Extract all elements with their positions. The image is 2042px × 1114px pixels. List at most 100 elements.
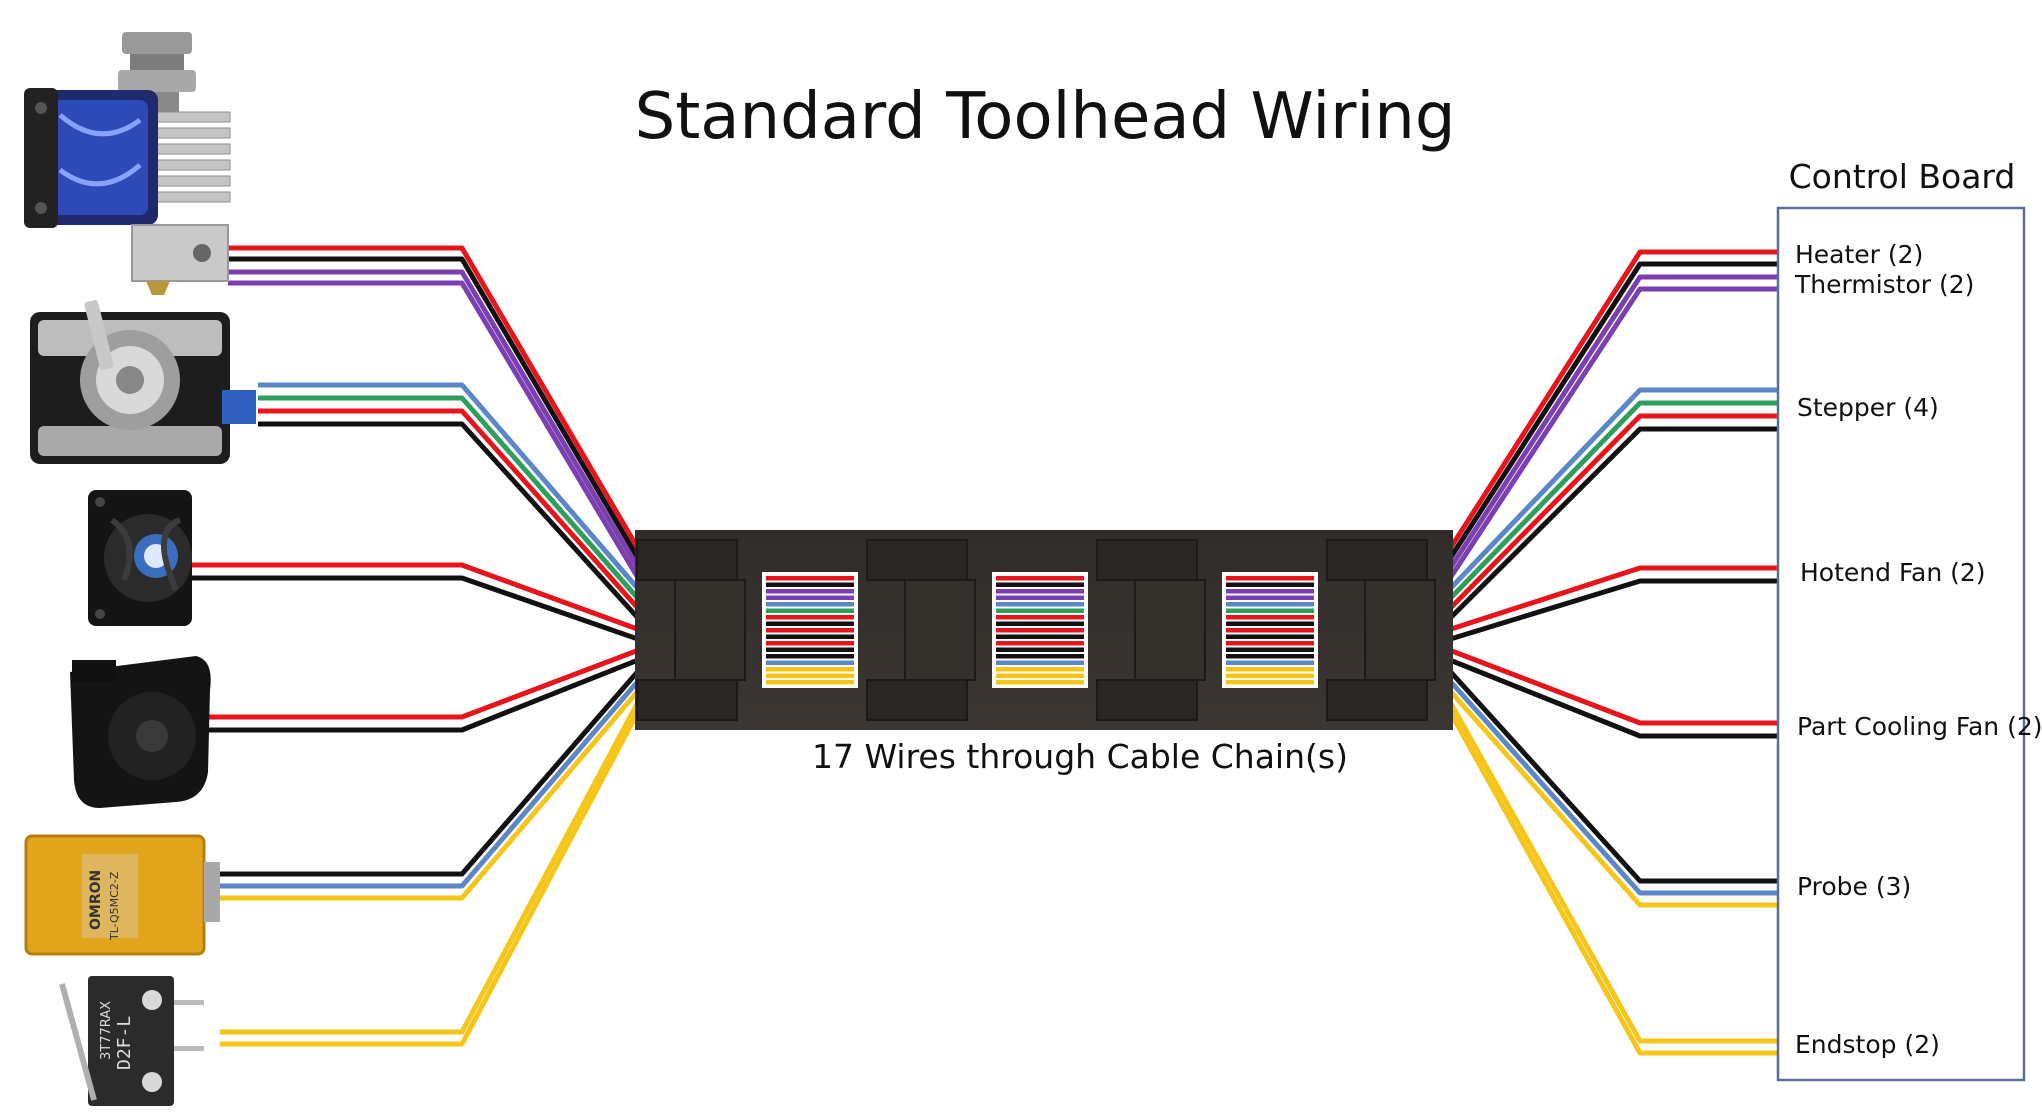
chain-window-wire-0-2 <box>766 589 854 594</box>
chain-window-wire-0-13 <box>766 660 854 665</box>
cable-chain <box>635 530 1453 730</box>
chain-link-bottom <box>1096 679 1198 721</box>
chain-window-wire-2-4 <box>1226 602 1314 607</box>
chain-window-wire-1-10 <box>996 641 1084 646</box>
chain-window-wire-0-4 <box>766 602 854 607</box>
wire-right-endstop-1 <box>1445 706 1778 1056</box>
wire-left-probe-0 <box>204 667 642 877</box>
chain-window-wire-0-7 <box>766 621 854 626</box>
chain-window-wire-2-8 <box>1226 628 1314 633</box>
chain-window-wire-2-6 <box>1226 615 1314 620</box>
chain-window-wire-2-9 <box>1226 634 1314 639</box>
wire-right-hotend_fan-1 <box>1447 578 1778 643</box>
chain-window-wire-1-4 <box>996 602 1084 607</box>
chain-window-wire-2-7 <box>1226 621 1314 626</box>
wire-right-thermistor-0 <box>1445 274 1778 573</box>
chain-window-wire-1-16 <box>996 680 1084 685</box>
chain-window-wire-2-10 <box>1226 641 1314 646</box>
control-board-box <box>1776 206 2026 1082</box>
chain-window-wire-0-3 <box>766 595 854 600</box>
control-board: Control Board Heater (2) Thermistor (2) … <box>1776 157 2042 1082</box>
chain-window-wire-2-14 <box>1226 667 1314 672</box>
chain-window-wire-0-15 <box>766 673 854 678</box>
chain-link-top <box>866 539 968 581</box>
wire-right-probe-2 <box>1446 686 1778 908</box>
hotend-fan-icon <box>88 490 192 626</box>
chain-window-wire-1-2 <box>996 589 1084 594</box>
wire-left-thermistor-1 <box>228 280 643 583</box>
control-board-title: Control Board <box>1789 157 2016 196</box>
chain-window-wire-1-13 <box>996 660 1084 665</box>
probe-brand-text: OMRON <box>88 870 104 930</box>
chain-link-top <box>636 539 738 581</box>
port-label-hotend-fan: Hotend Fan (2) <box>1800 558 1986 587</box>
chain-window-wire-2-3 <box>1226 595 1314 600</box>
wire-right-part_fan-1 <box>1447 656 1778 739</box>
wire-right-stepper-0 <box>1446 387 1778 593</box>
wire-right-part_fan-0 <box>1447 647 1778 726</box>
switch-model-text: D2F-L <box>114 1016 135 1070</box>
wire-left-stepper-3 <box>258 421 642 622</box>
chain-window-wire-0-10 <box>766 641 854 646</box>
port-label-part-cooling-fan: Part Cooling Fan (2) <box>1797 712 2042 741</box>
wire-left-hotend_fan-0 <box>190 562 641 633</box>
wire-left-hotend_fan-1 <box>190 575 641 643</box>
right-wires <box>1445 249 1778 1056</box>
port-label-probe: Probe (3) <box>1797 872 1911 901</box>
chain-window-wire-0-16 <box>766 680 854 685</box>
port-label-endstop: Endstop (2) <box>1795 1030 1940 1059</box>
chain-window-wire-2-16 <box>1226 680 1314 685</box>
wire-right-stepper-1 <box>1446 400 1778 603</box>
wire-left-thermistor-0 <box>228 269 643 573</box>
chain-window-wire-2-0 <box>1226 576 1314 581</box>
chain-window-wire-1-5 <box>996 608 1084 613</box>
port-label-heater: Heater (2) <box>1795 240 1923 269</box>
chain-window-wire-2-5 <box>1226 608 1314 613</box>
chain-link-top <box>1326 539 1428 581</box>
chain-window-wire-1-11 <box>996 647 1084 652</box>
wire-left-part_fan-0 <box>208 647 641 720</box>
chain-link-side <box>1364 579 1436 681</box>
chain-window-wire-1-7 <box>996 621 1084 626</box>
wire-right-probe-0 <box>1446 667 1778 884</box>
wire-right-endstop-0 <box>1445 697 1778 1044</box>
chain-window-wire-0-11 <box>766 647 854 652</box>
chain-window-wire-1-12 <box>996 654 1084 659</box>
wire-right-heater-1 <box>1445 261 1778 564</box>
wire-right-heater-0 <box>1445 249 1778 554</box>
chain-link-side <box>674 579 746 681</box>
chain-window-wire-1-15 <box>996 673 1084 678</box>
chain-window-wire-0-5 <box>766 608 854 613</box>
chain-window-wire-1-0 <box>996 576 1084 581</box>
left-wires <box>190 245 643 1047</box>
hotend-icon <box>24 32 231 295</box>
chain-window-wire-2-2 <box>1226 589 1314 594</box>
inductive-probe-icon: OMRON TL-Q5MC2-Z <box>24 834 220 956</box>
chain-window-wire-1-3 <box>996 595 1084 600</box>
chain-window-wire-0-12 <box>766 654 854 659</box>
chain-window-wire-1-6 <box>996 615 1084 620</box>
wire-left-part_fan-1 <box>208 656 641 733</box>
wire-left-endstop-1 <box>220 706 643 1047</box>
probe-model-text: TL-Q5MC2-Z <box>108 871 121 941</box>
wire-left-stepper-1 <box>258 395 642 603</box>
chain-link-side <box>904 579 976 681</box>
chain-window-wire-1-1 <box>996 582 1084 587</box>
chain-window-wire-0-8 <box>766 628 854 633</box>
stepper-motor-icon <box>30 299 256 464</box>
wire-left-endstop-0 <box>220 697 643 1035</box>
diagram-title: Standard Toolhead Wiring <box>635 80 1456 154</box>
microswitch-icon: 3T77RAX D2F-L <box>59 976 204 1106</box>
wire-left-heater-0 <box>228 245 643 554</box>
chain-link-top <box>1096 539 1198 581</box>
wire-left-probe-1 <box>204 677 642 889</box>
chain-windows <box>762 572 1318 688</box>
wire-left-stepper-0 <box>258 382 642 593</box>
wire-right-hotend_fan-0 <box>1447 565 1778 633</box>
chain-window-wire-0-0 <box>766 576 854 581</box>
chain-window-wire-0-6 <box>766 615 854 620</box>
blower-fan-icon <box>70 656 211 808</box>
port-label-stepper: Stepper (4) <box>1797 393 1939 422</box>
chain-window-wire-1-14 <box>996 667 1084 672</box>
